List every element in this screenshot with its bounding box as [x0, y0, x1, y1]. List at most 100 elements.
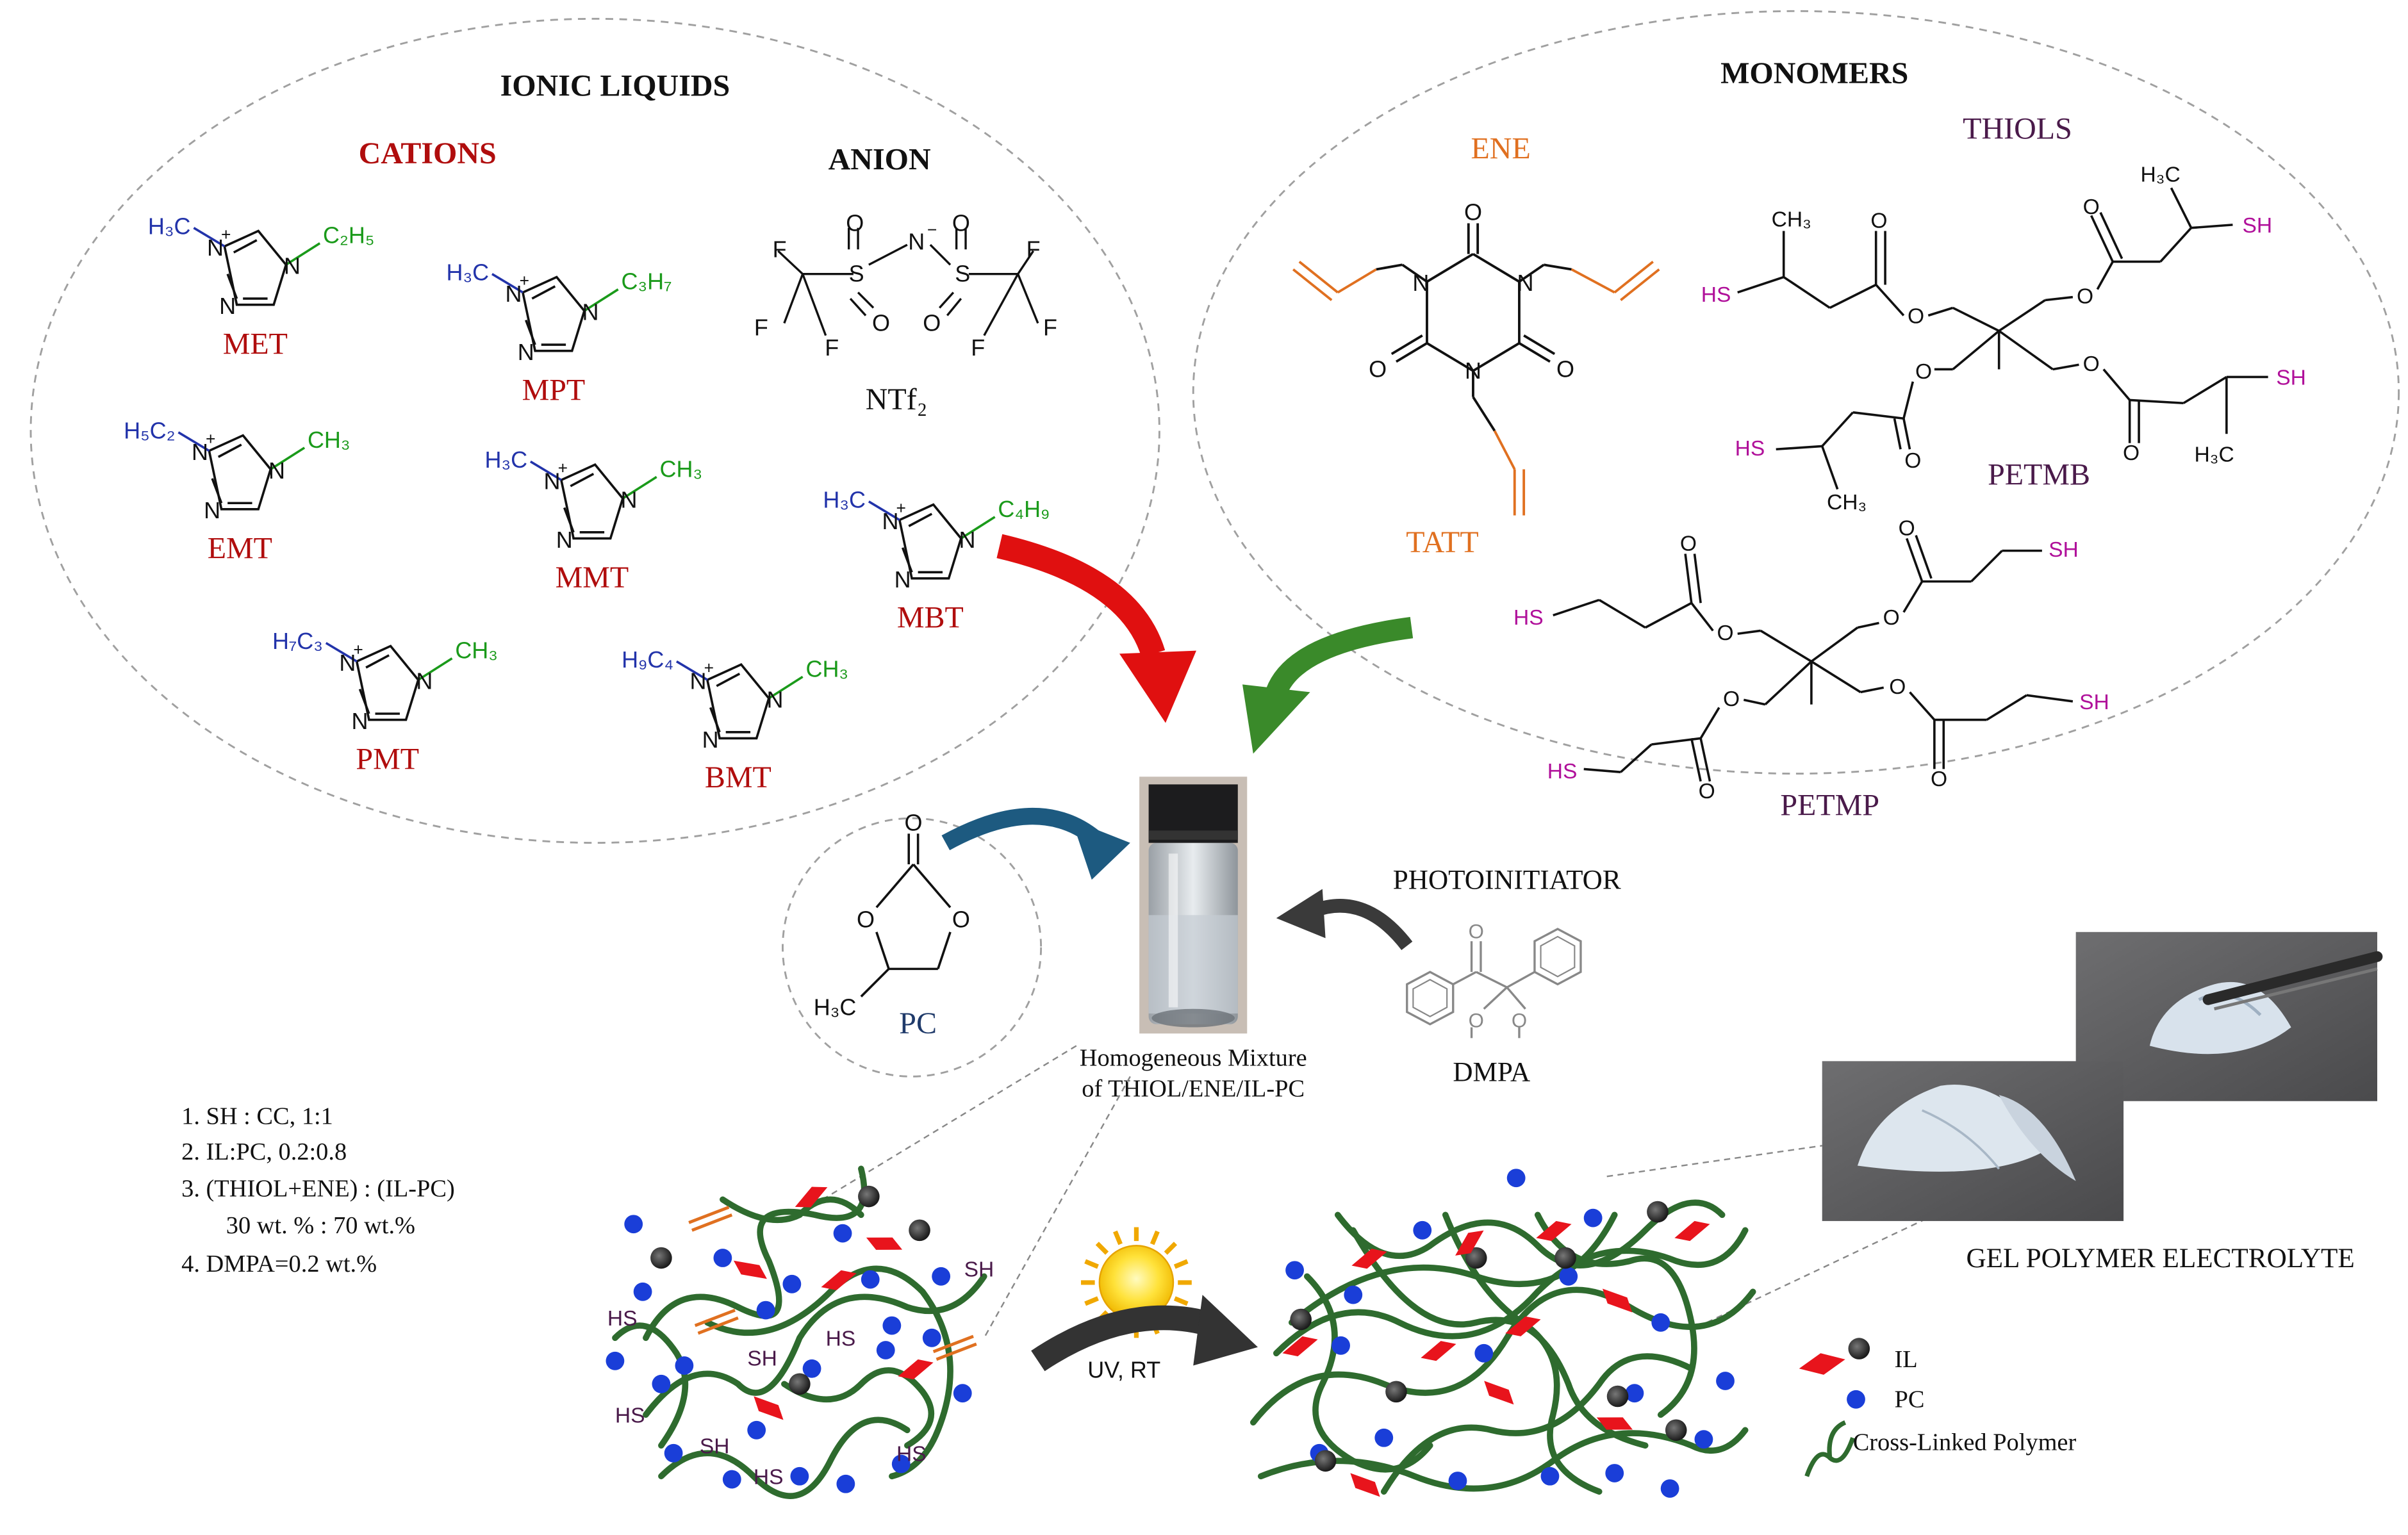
il-cation — [909, 1219, 930, 1242]
svg-text:O: O — [952, 907, 970, 933]
il-anion — [1455, 1230, 1484, 1256]
thiol-end-label: SH — [747, 1347, 777, 1371]
pc-molecule — [664, 1443, 683, 1463]
svg-text:F: F — [971, 334, 985, 361]
svg-text:O: O — [904, 809, 922, 835]
polymer-chain — [704, 1265, 953, 1480]
positive-charge: + — [520, 271, 529, 290]
cation-name-label: MMT — [556, 561, 629, 595]
ntf2-label: NTf₂ — [866, 382, 928, 416]
pc-molecule — [1506, 1169, 1526, 1188]
anion-title: ANION — [829, 142, 931, 176]
cation-right-substituent: C₂H₅ — [323, 222, 374, 249]
il-anion — [733, 1260, 767, 1279]
pc-molecule — [953, 1384, 972, 1403]
thiols-title: THIOLS — [1963, 112, 2072, 146]
svg-text:CH₃: CH₃ — [1827, 491, 1867, 514]
ring-nitrogen: N — [518, 339, 534, 365]
svg-text:H₃C: H₃C — [2195, 443, 2234, 466]
legend-pc-marker — [1847, 1390, 1865, 1409]
il-cation — [1606, 1385, 1629, 1408]
sun-ray — [1113, 1230, 1123, 1245]
pc-molecule — [876, 1341, 895, 1359]
polymer-chain — [1380, 1353, 1695, 1495]
dmpa-structure — [1406, 928, 1582, 1038]
ring-nitrogen-cationic: N — [339, 650, 356, 676]
ene-double-bond — [697, 1316, 739, 1335]
il-anion — [866, 1237, 903, 1250]
cations-title: CATIONS — [359, 136, 497, 170]
ring-nitrogen: N — [219, 293, 236, 319]
pc-molecule — [1474, 1343, 1494, 1363]
legend-polymer-label: Cross-Linked Polymer — [1853, 1429, 2077, 1456]
svg-text:O: O — [1889, 675, 1906, 699]
svg-text:O: O — [846, 209, 864, 236]
svg-text:O: O — [2123, 441, 2140, 465]
pc-molecule — [932, 1267, 951, 1286]
pc-molecule — [1332, 1336, 1350, 1355]
gel-photo-2 — [1822, 1061, 2124, 1221]
il-anion — [898, 1359, 934, 1380]
svg-text:O: O — [1915, 360, 1932, 384]
photoinitiator-feed-arrow — [1276, 889, 1413, 951]
positive-charge: + — [353, 640, 363, 659]
svg-text:F: F — [825, 334, 839, 361]
svg-text:O: O — [2083, 352, 2100, 376]
polymer-chain — [1288, 1211, 1618, 1326]
il-cation — [858, 1185, 880, 1208]
mixture-label-line-2: of THIOL/ENE/IL-PC — [1082, 1076, 1305, 1103]
pc-molecule — [833, 1224, 852, 1243]
il-anion — [821, 1270, 857, 1290]
pc-molecule — [1694, 1430, 1713, 1449]
il-anion — [1602, 1288, 1633, 1313]
ring-nitrogen: N — [702, 726, 719, 753]
legend-pc-label: PC — [1894, 1386, 1924, 1413]
il-anion — [1674, 1220, 1710, 1242]
photoinitiator-title: PHOTOINITIATOR — [1393, 866, 1621, 896]
cation-right-substituent: CH₃ — [805, 655, 848, 682]
pc-molecule — [1285, 1261, 1304, 1280]
thiol-end-label: HS — [607, 1307, 638, 1331]
pc-molecule — [1651, 1313, 1670, 1332]
cation-right-substituent: CH₃ — [455, 637, 498, 664]
ntf2-structure — [777, 227, 1039, 336]
svg-text:HS: HS — [1513, 606, 1544, 630]
svg-text:O: O — [1556, 356, 1574, 382]
pc-molecule — [675, 1356, 694, 1375]
pc-molecule — [722, 1470, 741, 1489]
polymer-chain — [658, 1416, 911, 1499]
thiol-end-label: HS — [754, 1465, 784, 1489]
svg-text:O: O — [1512, 1010, 1527, 1032]
ring-nitrogen: N — [352, 708, 368, 734]
mixture-label-line-1: Homogeneous Mixture — [1080, 1045, 1307, 1072]
ionic-liquids-outline — [29, 17, 1160, 844]
il-anion — [754, 1396, 784, 1420]
pc-molecule — [747, 1420, 766, 1440]
il-anion — [1596, 1417, 1633, 1430]
pc-molecule — [1660, 1479, 1679, 1498]
il-cation — [650, 1247, 672, 1269]
polymer-chain — [720, 1196, 864, 1224]
legend-il-label: IL — [1894, 1346, 1917, 1373]
svg-text:O: O — [1699, 780, 1715, 803]
polymer-chain — [1249, 1286, 1756, 1426]
ene-double-bond — [691, 1213, 733, 1232]
svg-text:O: O — [872, 309, 890, 336]
il-anion — [1282, 1336, 1318, 1357]
positive-charge: + — [558, 459, 568, 478]
cation-name-label: MBT — [897, 601, 964, 635]
il-anion — [1350, 1473, 1380, 1497]
ene-title: ENE — [1471, 132, 1531, 166]
petmp-label: PETMP — [1780, 788, 1879, 822]
pc-molecule — [1344, 1285, 1363, 1304]
ring-nitrogen: N — [268, 457, 285, 484]
il-cation — [1385, 1381, 1407, 1403]
svg-text:SH: SH — [2276, 366, 2306, 390]
pc-molecule — [1625, 1384, 1644, 1403]
svg-text:SH: SH — [2242, 214, 2272, 238]
ring-nitrogen: N — [766, 686, 783, 712]
